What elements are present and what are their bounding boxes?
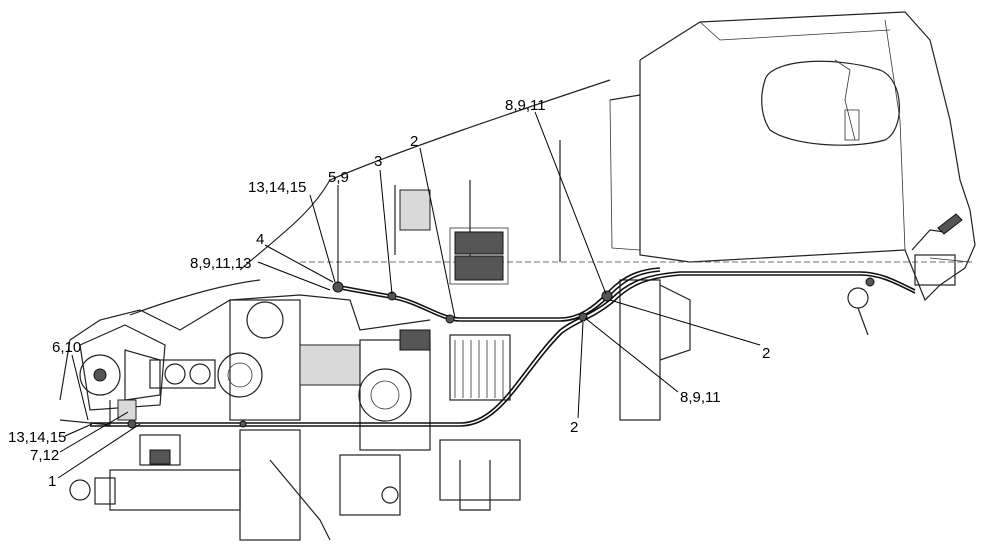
lower-components — [69, 279, 869, 541]
leader-8-9-11-top — [534, 111, 607, 295]
callout-13-14-15-top: 13,14,15 — [248, 179, 306, 196]
leader-lines — [57, 111, 761, 479]
engine-block — [59, 294, 511, 451]
callout-2-right: 2 — [762, 345, 770, 362]
leader-6-10 — [71, 354, 89, 421]
leader-13-14-15-left — [64, 423, 93, 437]
cab-outline — [609, 11, 976, 302]
leader-1 — [57, 423, 141, 479]
leader-2-top — [419, 147, 456, 319]
leader-13-14-15-top — [309, 194, 336, 283]
callout-2-bottom: 2 — [570, 419, 578, 436]
control-lever — [911, 213, 971, 286]
leader-2-right — [609, 299, 761, 346]
callout-8-9-11-13: 8,9,11,13 — [190, 255, 251, 272]
callout-3: 3 — [374, 153, 382, 170]
callout-6-10: 6,10 — [52, 339, 81, 356]
control-cables — [90, 267, 916, 429]
callout-4: 4 — [256, 231, 264, 248]
callout-2-top: 2 — [410, 133, 418, 150]
callout-13-14-15-left: 13,14,15 — [8, 429, 66, 446]
leader-8-9-11-lower — [584, 317, 679, 393]
leader-8-9-11-13 — [257, 261, 331, 291]
callout-8-9-11-lower: 8,9,11 — [680, 389, 721, 406]
leader-4 — [264, 244, 334, 283]
frame-outline — [129, 79, 975, 316]
leader-7-12 — [59, 411, 129, 453]
callout-labels: 8,9,11 2 3 5,9 13,14,15 4 8,9,11,13 6,10… — [8, 97, 770, 490]
callout-8-9-11-top: 8,9,11 — [505, 97, 546, 114]
callout-7-12: 7,12 — [30, 447, 59, 464]
leader-3 — [379, 169, 393, 295]
leader-2-bottom — [577, 321, 584, 419]
callout-5-9: 5,9 — [328, 169, 349, 186]
callout-1: 1 — [48, 473, 56, 490]
